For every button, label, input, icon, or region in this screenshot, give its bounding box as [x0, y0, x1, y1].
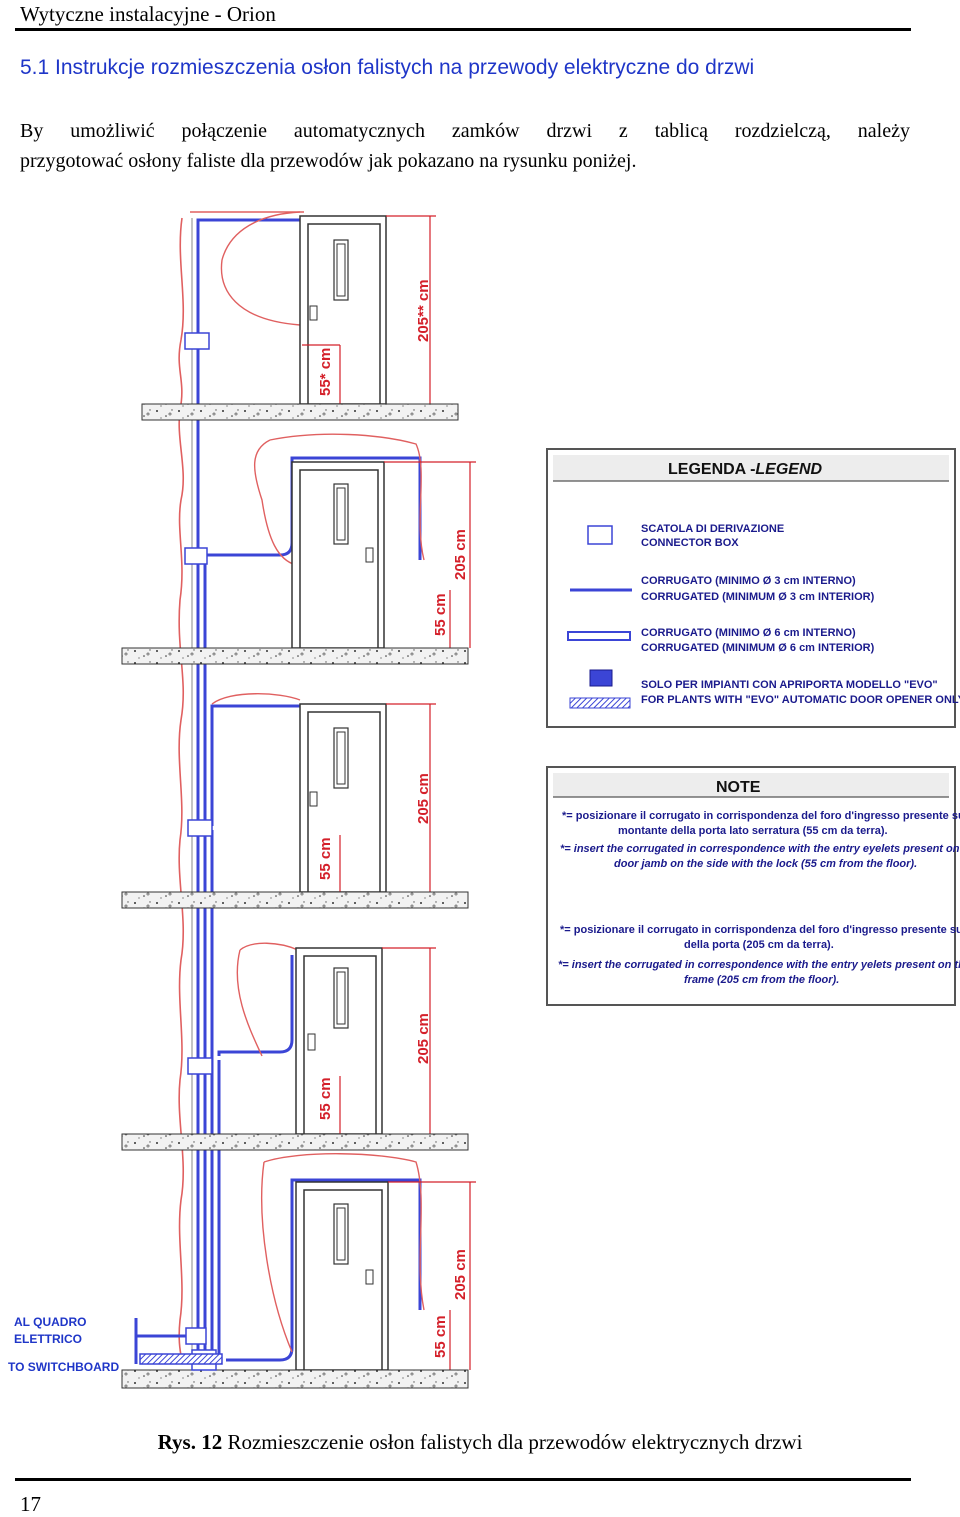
- note-1-it-a: *= posizionare il corrugato in corrispon…: [562, 810, 960, 822]
- legend-item-1-en: CONNECTOR BOX: [641, 537, 739, 549]
- footer-rule: [15, 1478, 911, 1481]
- note-1-it-b: montante della porta lato serratura (55 …: [618, 825, 888, 837]
- dim-label-small-3: 55 cm: [317, 837, 334, 880]
- dim-label-large-3: 205 cm: [415, 773, 432, 824]
- note-title: NOTE: [716, 779, 761, 796]
- note-box: NOTE *= posizionare il corrugato in corr…: [546, 766, 960, 1006]
- legend-item-4-it: SOLO PER IMPIANTI CON APRIPORTA MODELLO …: [641, 679, 938, 691]
- note-1-en-b: door jamb on the side with the lock (55 …: [614, 858, 917, 870]
- switchboard-label-3: TO SWITCHBOARD: [8, 1360, 119, 1374]
- floor-3: 55 cm 205 cm: [121, 693, 469, 909]
- switchboard-connection: AL QUADRO ELETTRICO TO SWITCHBOARD: [8, 1315, 223, 1374]
- legend-item-3-it: CORRUGATO (MINIMO Ø 6 cm INTERNO): [641, 627, 856, 639]
- floor-5: 55 cm 205 cm: [121, 1153, 476, 1389]
- floor-1: 55* cm 205** cm: [141, 211, 459, 421]
- dim-label-large-4: 205 cm: [415, 1013, 432, 1064]
- dim-label-small-4: 55 cm: [317, 1077, 334, 1120]
- switchboard-label-1: AL QUADRO: [14, 1315, 86, 1329]
- legend-item-2-en: CORRUGATED (MINIMUM Ø 3 cm INTERIOR): [641, 591, 875, 603]
- figure-caption: Rys. 12 Rozmieszczenie osłon falistych d…: [0, 1430, 960, 1455]
- caption-text: Rozmieszczenie osłon falistych dla przew…: [222, 1430, 803, 1454]
- running-header: Wytyczne instalacyjne - Orion: [20, 2, 276, 26]
- note-2-it-b: della porta (205 cm da terra).: [684, 939, 834, 951]
- intro-line-2: przygotować osłony faliste dla przewodów…: [20, 150, 637, 172]
- dim-label-small-2: 55 cm: [432, 593, 449, 636]
- caption-label: Rys. 12: [157, 1430, 223, 1454]
- note-2-en-b: frame (205 cm from the floor).: [684, 974, 839, 986]
- intro-paragraph: By umożliwić połączenie automatycznych z…: [20, 116, 910, 176]
- left-flex-conduit: [178, 217, 185, 1363]
- note-2-it-a: *= posizionare il corrugato in corrispon…: [560, 924, 960, 936]
- dim-label-large-1: 205** cm: [415, 279, 432, 342]
- section-title: 5.1 Instrukcje rozmieszczenia osłon fali…: [20, 56, 755, 79]
- dim-label-large-5: 205 cm: [452, 1249, 469, 1300]
- switchboard-label-2: ELETTRICO: [14, 1332, 82, 1346]
- floor-2: 55 cm 205 cm: [121, 433, 476, 665]
- legend-item-1-it: SCATOLA DI DERIVAZIONE: [641, 523, 784, 535]
- header-rule: [15, 28, 911, 31]
- intro-line-1: By umożliwić połączenie automatycznych z…: [20, 120, 910, 142]
- legend-item-3-en: CORRUGATED (MINIMUM Ø 6 cm INTERIOR): [641, 642, 875, 654]
- dim-label-large-2: 205 cm: [452, 529, 469, 580]
- note-2-en-a: *= insert the corrugated in corresponden…: [558, 959, 960, 971]
- legend-item-2-it: CORRUGATO (MINIMO Ø 3 cm INTERNO): [641, 575, 856, 587]
- legend-item-4-en: FOR PLANTS WITH "EVO" AUTOMATIC DOOR OPE…: [641, 694, 960, 706]
- floor-4: 55 cm 205 cm: [121, 942, 469, 1151]
- page-number: 17: [20, 1492, 41, 1516]
- dim-label-small-1: 55* cm: [317, 348, 334, 396]
- legend-box: LEGENDA -LEGEND SCATOLA DI DERIVAZIONE C…: [546, 448, 960, 728]
- note-1-en-a: *= insert the corrugated in corresponden…: [560, 843, 960, 855]
- legend-title: LEGENDA -LEGEND: [668, 461, 823, 478]
- dim-label-small-5: 55 cm: [432, 1315, 449, 1358]
- main-riser: [196, 340, 221, 1362]
- installation-figure: 55* cm 205** cm 55 cm 205 cm 55 cm: [8, 211, 960, 1389]
